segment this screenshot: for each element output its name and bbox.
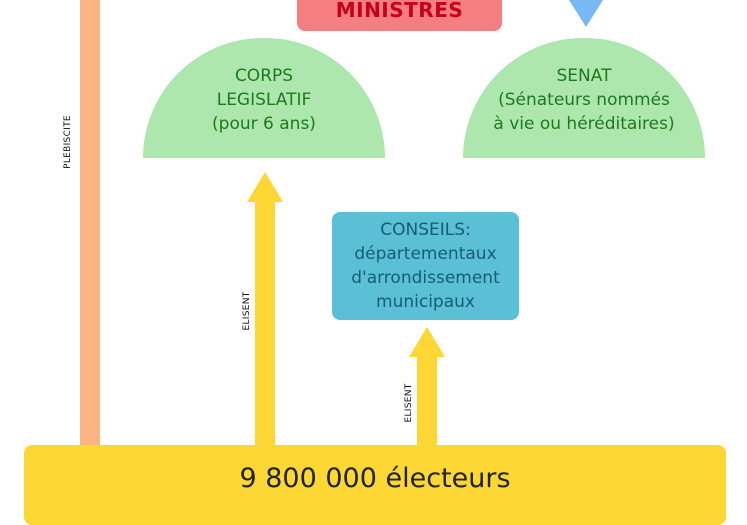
corps-legislatif-title: CORPS [234, 66, 294, 86]
arrow-legislatif-head [247, 172, 283, 202]
plebiscite-label: PLEBISCITE [63, 115, 73, 169]
arrow-conseils-shaft [417, 356, 437, 451]
plebiscite-bar [80, 0, 100, 450]
arrow-conseils-head [409, 327, 445, 357]
corps-legislatif-title-2: LEGISLATIF [216, 90, 312, 110]
ministres-label: MINISTRES [335, 0, 464, 22]
corps-legislatif-chamber: CORPS LEGISLATIF (pour 6 ans) [143, 38, 385, 158]
corps-legislatif-term: (pour 6 ans) [212, 114, 316, 134]
conseils-municipaux: municipaux [376, 292, 475, 312]
conseils-arrondissement: d'arrondissement [351, 268, 500, 288]
conseils-title: CONSEILS: [380, 220, 471, 240]
senat-desc-2: à vie ou héréditaires) [493, 114, 675, 134]
senat-title: SENAT [556, 66, 612, 86]
conseils-box: CONSEILS: départementaux d'arrondissemen… [332, 212, 519, 320]
senat-chamber: SENAT (Sénateurs nommés à vie ou hérédit… [463, 38, 705, 158]
conseils-departementaux: départementaux [354, 244, 497, 264]
senat-desc-1: (Sénateurs nommés [498, 90, 670, 110]
arrow-legislatif-shaft [255, 201, 275, 451]
electeurs-bar: 9 800 000 électeurs [24, 445, 726, 525]
arrow-legislatif-label: ELISENT [242, 291, 252, 331]
ministres-box: MINISTRES [297, 0, 502, 31]
down-triangle-icon [569, 0, 603, 27]
electeurs-label: 9 800 000 électeurs [239, 463, 511, 494]
arrow-conseils-label: ELISENT [404, 383, 414, 423]
